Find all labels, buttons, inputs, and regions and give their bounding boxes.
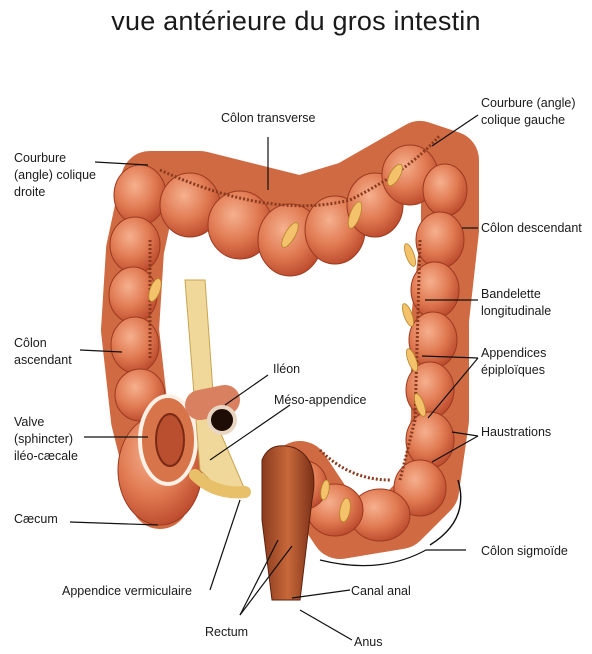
label-meso-appendice: Méso-appendice <box>274 392 366 409</box>
label-colon-descendant: Côlon descendant <box>481 220 582 237</box>
label-colon-transverse: Côlon transverse <box>221 110 316 127</box>
ileum-shape <box>200 400 225 405</box>
label-courbure-droite: Courbure (angle) colique droite <box>14 150 96 201</box>
label-anus: Anus <box>354 634 383 651</box>
label-bandelette: Bandelette longitudinale <box>481 286 551 320</box>
label-ileon: Iléon <box>273 361 300 378</box>
label-valve: Valve (sphincter) iléo-cæcale <box>14 414 78 465</box>
label-colon-sigmoide: Côlon sigmoïde <box>481 543 568 560</box>
label-appendices-epiploiques: Appendices épiploïques <box>481 345 546 379</box>
label-canal-anal: Canal anal <box>351 583 411 600</box>
label-caecum: Cæcum <box>14 511 58 528</box>
label-colon-ascendant: Côlon ascendant <box>14 335 72 369</box>
label-rectum: Rectum <box>205 624 248 641</box>
label-haustrations: Haustrations <box>481 424 551 441</box>
rectum-shape <box>262 446 314 600</box>
label-courbure-gauche: Courbure (angle) colique gauche <box>481 95 576 129</box>
label-appendice-vermiculaire: Appendice vermiculaire <box>62 583 192 600</box>
